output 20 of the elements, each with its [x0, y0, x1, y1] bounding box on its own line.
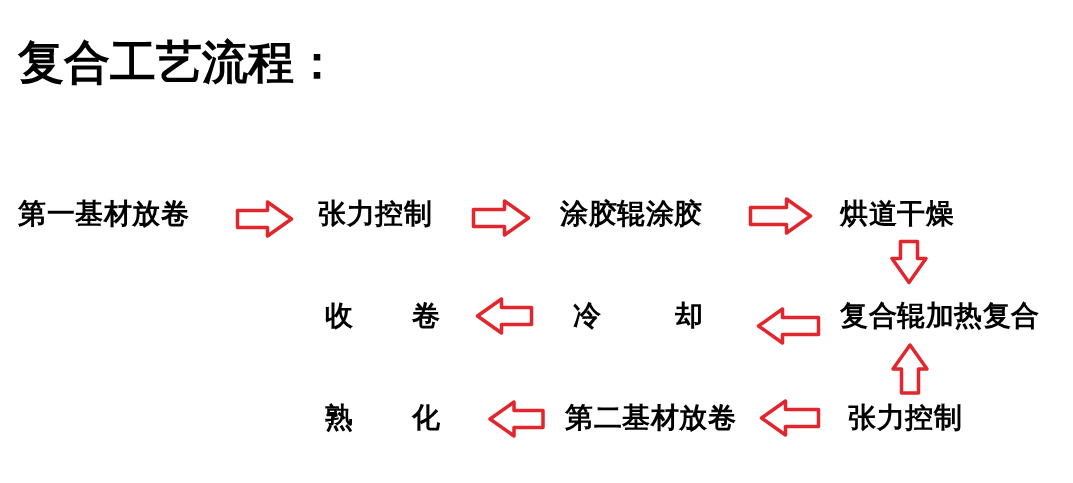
process-step-text: 张力控制	[318, 200, 432, 228]
process-step-text: 收 卷	[325, 302, 441, 330]
process-step-text: 涂胶辊涂胶	[560, 200, 703, 228]
process-step-text: 第二基材放卷	[565, 404, 736, 432]
block-arrow	[759, 399, 821, 437]
block-arrow	[891, 343, 929, 395]
block-arrow	[756, 307, 821, 345]
block-arrow	[475, 297, 534, 335]
process-step-text: 张力控制	[848, 404, 962, 432]
process-step-text: 烘道干燥	[840, 200, 954, 228]
process-step-text: 第一基材放卷	[18, 200, 189, 228]
block-arrow	[471, 199, 531, 237]
block-arrow	[890, 239, 928, 285]
title: 复合工艺流程：	[18, 39, 340, 85]
process-step-text: 冷 却	[573, 302, 704, 330]
block-arrow	[235, 200, 294, 238]
process-step-text: 熟 化	[325, 404, 441, 432]
block-arrow	[748, 197, 813, 235]
block-arrow	[488, 400, 545, 438]
process-step-text: 复合辊加热复合	[840, 302, 1040, 330]
